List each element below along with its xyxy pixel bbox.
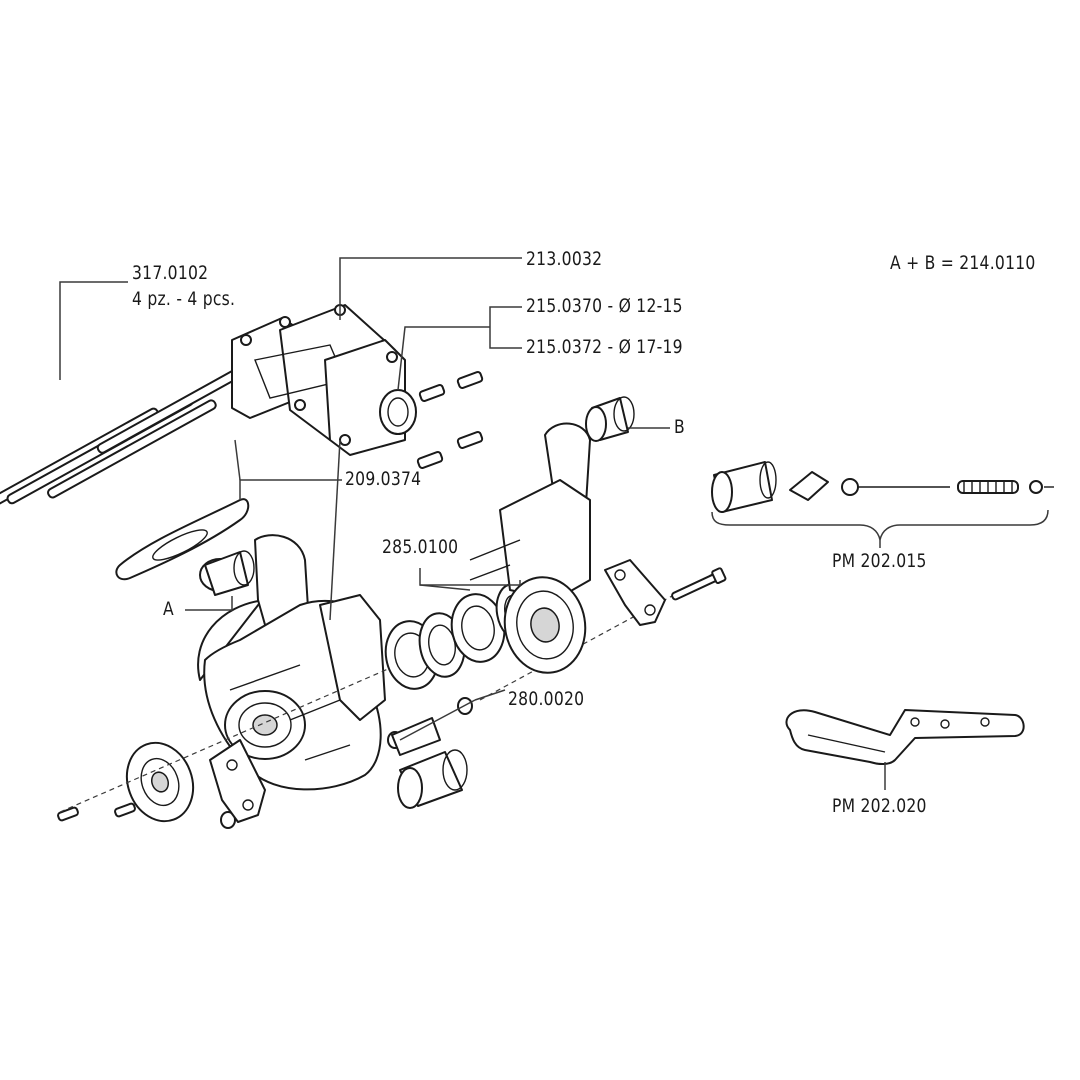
pin-kit — [711, 461, 1054, 541]
leader-lines — [59, 257, 886, 790]
linkage-code-label: PM 202.020 — [832, 795, 927, 817]
gasket-code-label: 209.0374 — [345, 468, 422, 490]
studs-quantity-label: 4 pz. - 4 pcs. — [132, 288, 236, 310]
bushing-b — [585, 396, 635, 442]
center-bushing — [391, 717, 468, 809]
carb-adapter-large-label: 215.0372 - Ø 17-19 — [526, 336, 683, 358]
manifold-screws — [416, 371, 484, 469]
gasket — [115, 498, 250, 581]
callout-b-label: B — [674, 416, 685, 438]
carburetor-adapter — [324, 339, 417, 456]
flange-screws — [57, 802, 236, 829]
carb-adapter-small-label: 215.0370 - Ø 12-15 — [526, 295, 683, 317]
manifold-code-label: 213.0032 — [526, 248, 603, 270]
crankcase-right — [469, 422, 591, 674]
adjust-screw — [671, 567, 727, 601]
axis-line-left — [59, 654, 421, 813]
front-flange — [125, 741, 195, 823]
throttle-arm-right — [604, 559, 666, 626]
pin-kit-code-label: PM 202.015 — [832, 550, 927, 572]
stud-bolts — [0, 359, 258, 512]
bearing-code-label: 285.0100 — [382, 536, 459, 558]
callout-a-label: A — [163, 598, 174, 620]
studs-code-label: 317.0102 — [132, 262, 209, 284]
linkage — [785, 709, 1025, 766]
throttle-arm-left — [209, 739, 266, 823]
seal-code-label: 280.0020 — [508, 688, 585, 710]
kit-formula-label: A + B = 214.0110 — [890, 252, 1036, 274]
stud-3 — [47, 399, 217, 499]
crankcase-left — [197, 534, 386, 791]
bushing-a — [199, 550, 255, 596]
